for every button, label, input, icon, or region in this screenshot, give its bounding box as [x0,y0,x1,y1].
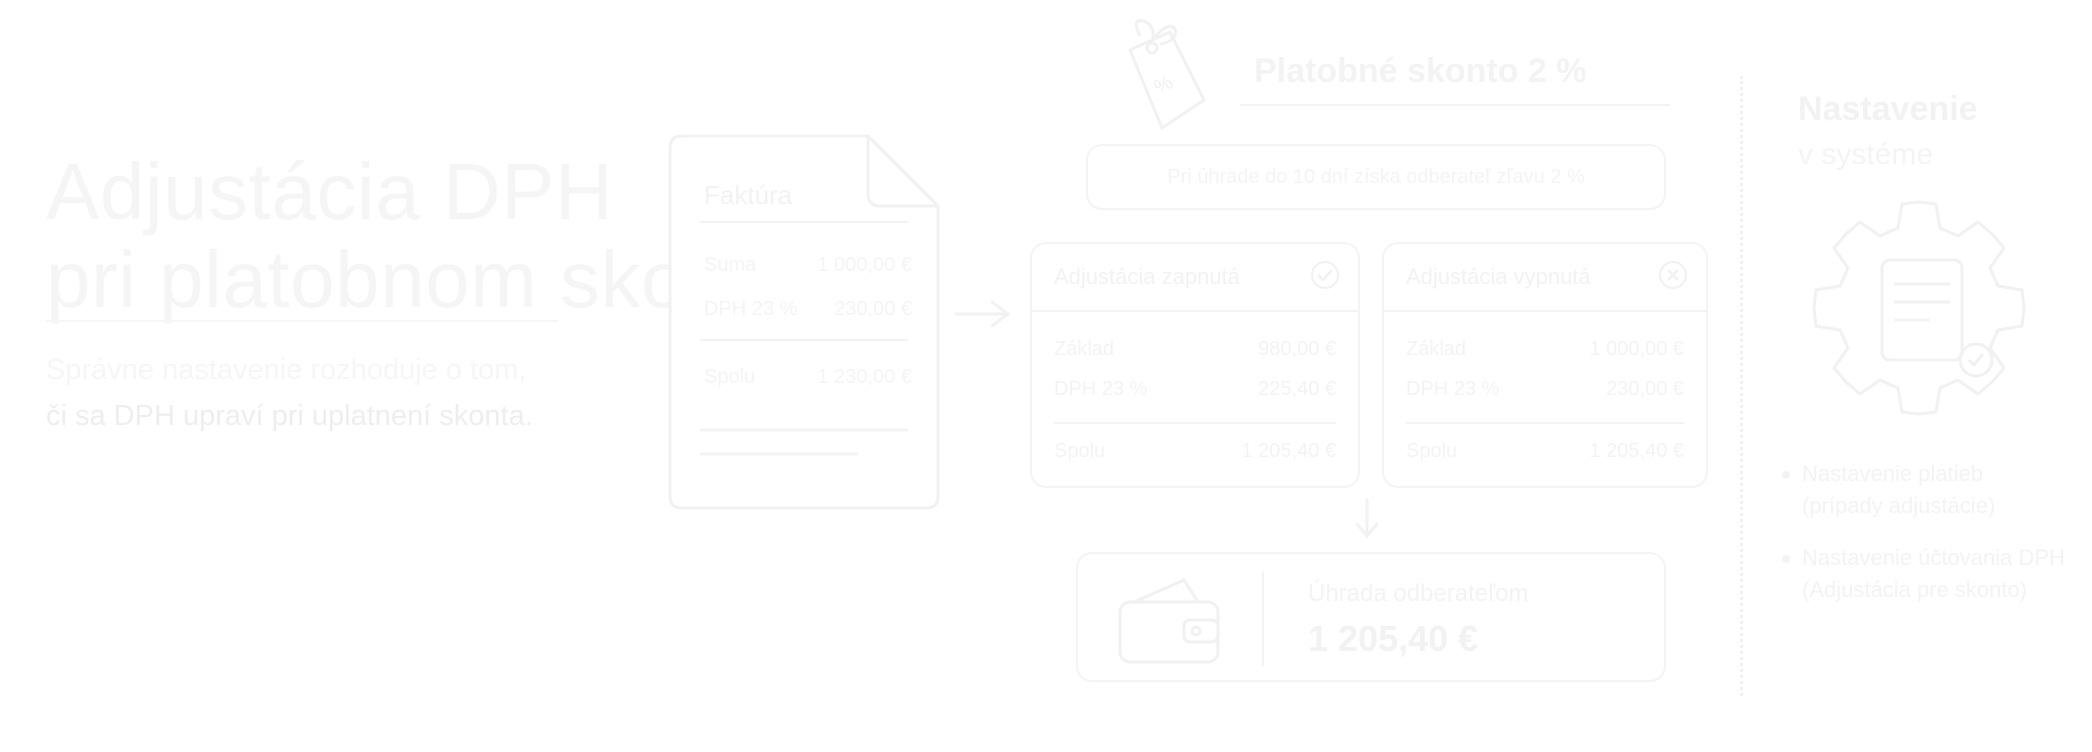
bullet-line-2: (Adjustácia pre skonto) [1802,577,2027,602]
row-label: DPH 23 % [1054,378,1148,400]
card-title: Adjustácia vypnutá [1406,264,1591,289]
gift-tag-icon: % [1128,19,1206,130]
arrow-down-icon [1355,498,1379,539]
subtitle-line-1: Správne nastavenie rozhoduje o tom, [46,354,527,386]
total-value: 1 205,40 € [1308,618,1479,659]
row-divider [1406,422,1684,424]
discount-divider [1240,104,1670,106]
row-label: Základ [1406,338,1467,360]
bullet-line-2: (prípady adjustácie) [1802,493,1996,518]
card-adjustment-off: Adjustácia vypnutá Základ 1 000,00 € DPH… [1382,242,1708,488]
invoice-document: Faktúra Suma 1 000,00 € DPH 23 % 230,00 … [668,132,942,512]
invoice-row-value: 1 000,00 € [817,254,912,276]
close-icon [1659,261,1687,289]
total-divider [1262,572,1264,666]
invoice-row-label: Suma [704,254,757,276]
gear-document-icon [1812,200,2026,416]
row-label: Spolu [1054,440,1106,462]
row-label: Spolu [1406,440,1458,462]
settings-bullet: Nastavenie platieb (prípady adjustácie) [1782,458,1995,522]
invoice-row-label: Spolu [704,366,756,388]
check-icon [1311,261,1339,289]
wallet-icon [1118,578,1220,664]
row-label: Základ [1054,338,1115,360]
total-label: Úhrada odberateľom [1308,580,1529,607]
row-value: 230,00 € [1606,378,1684,400]
row-divider [1054,422,1336,424]
bullet-line-1: Nastavenie účtovania DPH [1802,545,2065,570]
row-label: DPH 23 % [1406,378,1500,400]
row-value: 1 205,40 € [1589,440,1684,462]
settings-bullet: Nastavenie účtovania DPH (Adjustácia pre… [1782,542,2065,606]
invoice-row-label: DPH 23 % [704,298,798,320]
invoice-row-value: 1 230,00 € [817,366,912,388]
total-payment-box: Úhrada odberateľom 1 205,40 € [1076,552,1666,682]
subtitle-line-2: či sa DPH upraví pri uplatnení skonta. [46,400,533,432]
card-adjustment-on: Adjustácia zapnutá Základ 980,00 € DPH 2… [1030,242,1360,488]
arrow-right-icon [954,300,1011,328]
invoice-title: Faktúra [704,180,793,210]
settings-title: Nastavenie [1798,90,1978,128]
title-divider [46,320,558,322]
row-value: 980,00 € [1258,338,1336,360]
column-divider [1740,76,1743,696]
svg-text:%: % [1151,71,1177,99]
bullet-dot [1782,555,1790,564]
row-value: 1 000,00 € [1589,338,1684,360]
card-header: Adjustácia vypnutá [1384,244,1706,312]
row-value: 1 205,40 € [1241,440,1336,462]
row-value: 225,40 € [1258,378,1336,400]
discount-title: Platobné skonto 2 % [1254,52,1587,90]
card-header: Adjustácia zapnutá [1032,244,1358,312]
bullet-dot [1782,471,1790,480]
invoice-document-shape [668,134,940,510]
settings-subtitle: v systéme [1798,138,1934,171]
card-title: Adjustácia zapnutá [1054,264,1240,289]
discount-note: Pri úhrade do 10 dní získa odberateľ zľa… [1086,144,1666,210]
page-title-line-1: Adjustácia DPH [46,147,614,236]
invoice-row-value: 230,00 € [834,298,912,320]
bullet-line-1: Nastavenie platieb [1802,461,1984,486]
